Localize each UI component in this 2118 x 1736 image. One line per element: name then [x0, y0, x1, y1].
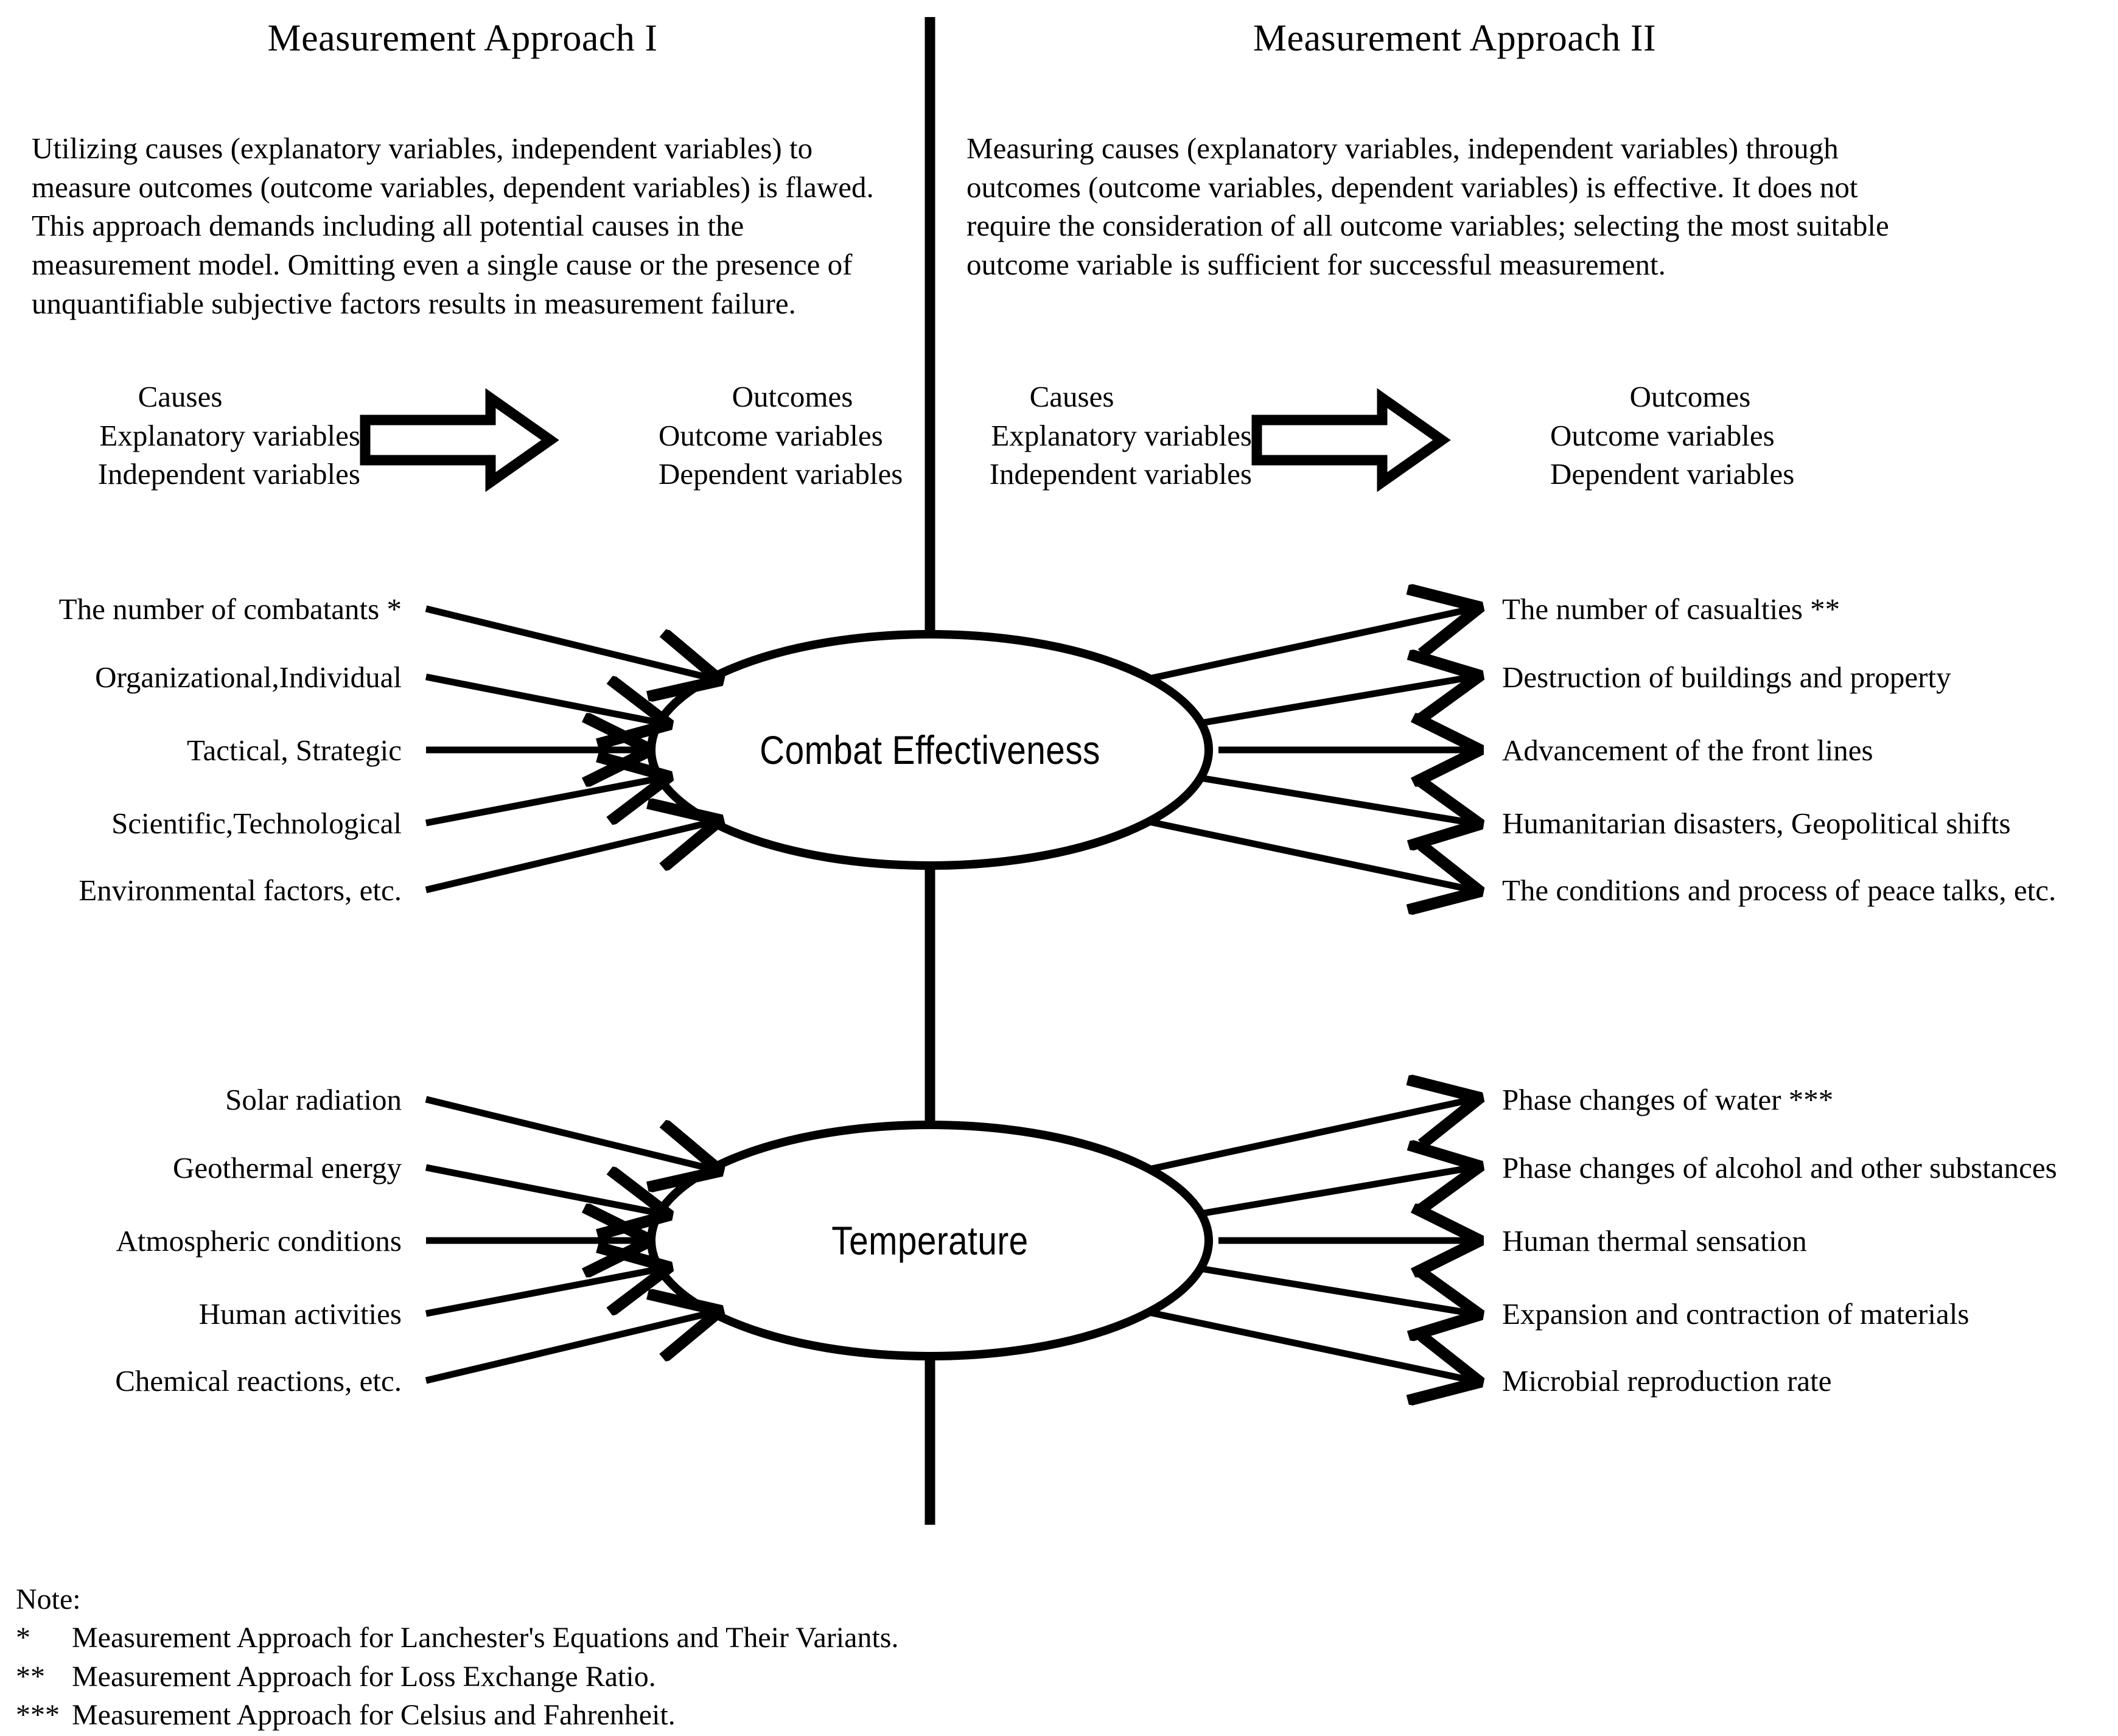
block-arrow-right-icon-right [1251, 388, 1451, 492]
column-paragraph-left: Utilizing causes (explanatory variables,… [32, 131, 874, 320]
note-block: Note: * Measurement Approach for Lanches… [16, 1580, 1842, 1734]
outcome-label-combat-2: Destruction of buildings and property [1502, 660, 1951, 694]
cause-label-temperature-4: Human activities [198, 1297, 402, 1331]
outcome-label-combat-4: Humanitarian disasters, Geopolitical shi… [1502, 807, 2011, 840]
note-item: ** Measurement Approach for Loss Exchang… [16, 1657, 1842, 1696]
legend-outcome-line: Outcome variables [659, 418, 883, 452]
legend-causes-left: Causes Explanatory variables Independent… [0, 377, 360, 494]
outcome-label-temperature-4: Expansion and contraction of materials [1502, 1297, 1969, 1331]
note-text: Measurement Approach for Celsius and Fah… [72, 1699, 676, 1732]
cause-arrows-combat [425, 605, 713, 894]
legend-outcome-line: Dependent variables [659, 457, 903, 491]
cause-label-temperature-3: Atmospheric conditions [116, 1224, 402, 1258]
cause-label-combat-3: Tactical, Strategic [186, 733, 402, 767]
outcome-label-temperature-1: Phase changes of water *** [1502, 1083, 1834, 1116]
note-marker: *** [16, 1699, 60, 1732]
outcome-label-temperature-5: Microbial reproduction rate [1502, 1364, 1832, 1398]
block-arrow-right-icon-left [360, 388, 559, 492]
outcome-label-combat-3: Advancement of the front lines [1502, 733, 1873, 767]
legend-cause-line: Causes [1029, 380, 1114, 413]
column-title-left: Measurement Approach I [267, 18, 658, 59]
legend-outcome-line: Outcome variables [1550, 418, 1775, 452]
legend-cause-line: Independent variables [989, 457, 1252, 491]
note-item: * Measurement Approach for Lanchester's … [16, 1619, 1842, 1657]
cause-label-temperature-1: Solar radiation [225, 1083, 402, 1116]
legend-outcomes-left: Outcomes Outcome variables Dependent var… [659, 377, 926, 494]
note-text: Measurement Approach for Loss Exchange R… [72, 1660, 656, 1693]
outcome-arrows-temperature [1148, 1099, 1473, 1381]
cause-arrows-temperature [425, 1096, 713, 1384]
legend-causes-right: Causes Explanatory variables Independent… [892, 377, 1252, 494]
legend-cause-line: Independent variables [97, 457, 360, 491]
outcome-label-combat-5: The conditions and process of peace talk… [1502, 873, 2057, 907]
legend-outcome-line: Dependent variables [1550, 457, 1795, 491]
legend-outcome-line: Outcomes [1629, 380, 1751, 413]
cause-label-combat-4: Scientific,Technological [111, 807, 402, 840]
node-label-temperature: Temperature [831, 1218, 1029, 1263]
outcome-arrows-combat [1148, 609, 1473, 890]
legend-cause-line: Explanatory variables [99, 418, 360, 452]
legend-cause-line: Explanatory variables [991, 418, 1252, 452]
note-text: Measurement Approach for Lanchester's Eq… [72, 1622, 899, 1654]
note-item: *** Measurement Approach for Celsius and… [16, 1696, 1842, 1734]
column-paragraph-right: Measuring causes (explanatory variables,… [966, 131, 1889, 282]
note-marker: * [16, 1622, 30, 1654]
cause-label-combat-1: The number of combatants * [58, 592, 402, 626]
cause-label-temperature-5: Chemical reactions, etc. [115, 1364, 402, 1398]
cause-label-combat-5: Environmental factors, etc. [79, 873, 402, 907]
legend-outcome-line: Outcomes [732, 380, 853, 413]
note-heading: Note: [16, 1583, 81, 1615]
note-marker: ** [16, 1660, 45, 1693]
legend-outcomes-right: Outcomes Outcome variables Dependent var… [1550, 377, 1830, 494]
cause-label-combat-2: Organizational,Individual [95, 660, 402, 694]
node-label-combat-effectiveness: Combat Effectiveness [760, 727, 1100, 772]
outcome-label-temperature-2: Phase changes of alcohol and other subst… [1502, 1151, 2057, 1185]
cause-label-temperature-2: Geothermal energy [173, 1151, 402, 1185]
outcome-label-temperature-3: Human thermal sensation [1502, 1224, 1807, 1258]
legend-cause-line: Causes [138, 380, 223, 413]
outcome-label-combat-1: The number of casualties ** [1502, 592, 1840, 626]
column-title-right: Measurement Approach II [1253, 18, 1657, 59]
